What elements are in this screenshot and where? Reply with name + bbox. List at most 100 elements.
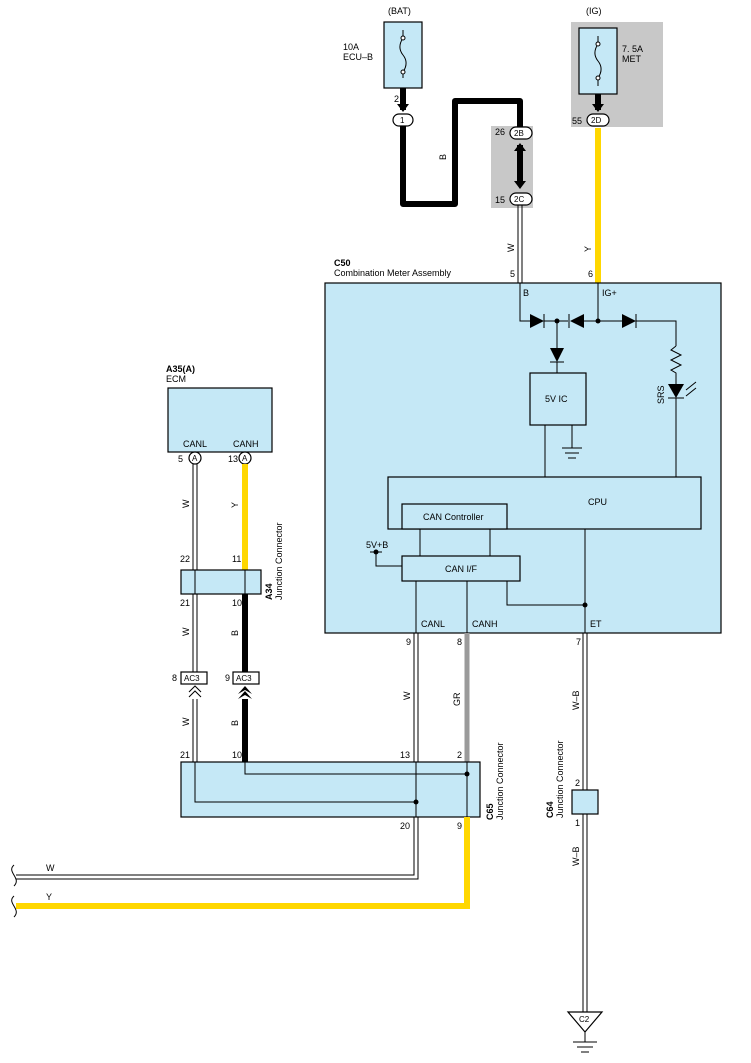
bus-y-wire bbox=[16, 817, 470, 909]
5v-ic-label: 5V IC bbox=[545, 394, 568, 404]
a35-name: ECM bbox=[166, 374, 186, 384]
c64-name: Junction Connector bbox=[555, 740, 565, 818]
ac3-w-wire-label: W bbox=[181, 717, 191, 726]
5v-b-label: 5V+B bbox=[366, 540, 388, 550]
a34-b-label: B bbox=[230, 630, 240, 636]
c50-id: C50 bbox=[334, 258, 351, 268]
c64-junction bbox=[571, 789, 599, 815]
can-if-label: CAN I/F bbox=[445, 564, 478, 574]
c50-pin-canh: 8 bbox=[457, 637, 462, 647]
canh-label: CANH bbox=[472, 619, 498, 629]
ac3-w-label: AC3 bbox=[184, 674, 200, 683]
ecu-b-fuse-amp: 10A bbox=[343, 42, 359, 52]
connector-2d bbox=[586, 113, 610, 127]
internal-b-label: B bbox=[523, 288, 529, 298]
cpu-label: CPU bbox=[588, 497, 607, 507]
c65-name: Junction Connector bbox=[495, 742, 505, 820]
met-fuse-amp: 7. 5A bbox=[622, 44, 643, 54]
met-fuse-icon bbox=[594, 36, 602, 86]
c65-pin-2: 2 bbox=[457, 750, 462, 760]
canl-w-label: W bbox=[402, 691, 412, 700]
connector-2b bbox=[509, 126, 533, 140]
bat-connector-label: 1 bbox=[400, 116, 405, 125]
c64-pin-2: 2 bbox=[575, 778, 580, 788]
bat-label: (BAT) bbox=[388, 6, 411, 16]
internal-wiring bbox=[519, 283, 599, 322]
a34-name: Junction Connector bbox=[274, 522, 284, 600]
srs-label: SRS bbox=[656, 385, 666, 404]
canh-gr-label: GR bbox=[452, 692, 462, 706]
et-wb-label: W–B bbox=[571, 690, 581, 710]
ecm-connector-a-h-label: A bbox=[242, 454, 248, 463]
ecm-connector-a-l-label: A bbox=[192, 454, 198, 463]
internal-ig-label: IG+ bbox=[602, 288, 617, 298]
a34-pin-22: 22 bbox=[180, 554, 190, 564]
ac3-w-connector bbox=[180, 671, 208, 685]
ac3-pin-8: 8 bbox=[172, 673, 177, 683]
can-if-box bbox=[401, 555, 521, 582]
ground-lines bbox=[573, 1032, 597, 1053]
c65-pin-20: 20 bbox=[400, 821, 410, 831]
w-wire-label-top: W bbox=[506, 243, 516, 252]
pin-26: 26 bbox=[495, 127, 505, 137]
ecm-canl-label: CANL bbox=[183, 439, 207, 449]
ic-ground bbox=[562, 447, 582, 459]
a34-junction bbox=[180, 569, 262, 595]
c65-pin-13: 13 bbox=[400, 750, 410, 760]
a34-id: A34 bbox=[264, 583, 274, 600]
bus-break-symbol bbox=[11, 864, 17, 918]
a34-pin-11: 11 bbox=[232, 554, 241, 564]
ecu-b-fuse-name: ECU–B bbox=[343, 52, 373, 62]
canl-label: CANL bbox=[421, 619, 445, 629]
c50-pin-et: 7 bbox=[576, 637, 581, 647]
ecm-canh-label: CANH bbox=[233, 439, 259, 449]
a34-w-label: W bbox=[181, 627, 191, 636]
ground-c2-symbol bbox=[566, 1011, 604, 1033]
ig-wire-label: Y bbox=[583, 246, 593, 252]
connector-2d-label: 2D bbox=[591, 116, 601, 125]
c64-wb-label: W–B bbox=[571, 846, 581, 866]
ground-c2-label: C2 bbox=[579, 1015, 590, 1024]
c65-junction bbox=[180, 761, 481, 818]
c65-pin-21: 21 bbox=[180, 750, 190, 760]
a35-id: A35(A) bbox=[166, 364, 195, 374]
can-controller-box bbox=[401, 503, 508, 530]
can-controller-label: CAN Controller bbox=[423, 512, 484, 522]
a34-pin-21: 21 bbox=[180, 598, 190, 608]
ecm-y-label: Y bbox=[230, 502, 240, 508]
connector-2c bbox=[509, 192, 533, 206]
et-label: ET bbox=[590, 619, 602, 629]
ecm-connector-a-l bbox=[188, 451, 202, 465]
bus-y-label: Y bbox=[46, 892, 52, 902]
c50-pin-canl: 9 bbox=[406, 637, 411, 647]
ac3-b-connector bbox=[232, 671, 260, 685]
pin-55: 55 bbox=[572, 116, 582, 126]
5v-ic-box bbox=[529, 372, 587, 426]
ecm-box bbox=[167, 387, 273, 453]
ecm-w-wire bbox=[192, 464, 198, 570]
bat-pin-out: 2 bbox=[394, 94, 399, 104]
w-wire-2c bbox=[517, 205, 523, 283]
ecm-pin-13: 13 bbox=[228, 454, 238, 464]
c50-pin-b: 5 bbox=[510, 269, 515, 279]
ac3-b-label: AC3 bbox=[236, 674, 252, 683]
a34-pin-10: 10 bbox=[232, 598, 242, 608]
c65-pin-9: 9 bbox=[457, 821, 462, 831]
ac3-pin-9: 9 bbox=[225, 673, 230, 683]
c65-pin-10: 10 bbox=[232, 750, 242, 760]
c64-pin-1: 1 bbox=[575, 818, 580, 828]
ecu-b-fuse-icon bbox=[399, 30, 407, 78]
b-wire-label: B bbox=[438, 154, 448, 160]
c64-id: C64 bbox=[545, 801, 555, 818]
c50-pin-ig: 6 bbox=[588, 269, 593, 279]
c65-id: C65 bbox=[485, 803, 495, 820]
c50-name: Combination Meter Assembly bbox=[334, 268, 452, 278]
ecm-pin-5: 5 bbox=[178, 454, 183, 464]
combination-meter-box bbox=[324, 282, 722, 634]
ig-label: (IG) bbox=[586, 6, 602, 16]
bus-w-wire bbox=[16, 817, 419, 880]
b-wire-route bbox=[400, 98, 523, 207]
connector-2c-label: 2C bbox=[514, 195, 524, 204]
et-wb-wire bbox=[582, 633, 588, 1012]
